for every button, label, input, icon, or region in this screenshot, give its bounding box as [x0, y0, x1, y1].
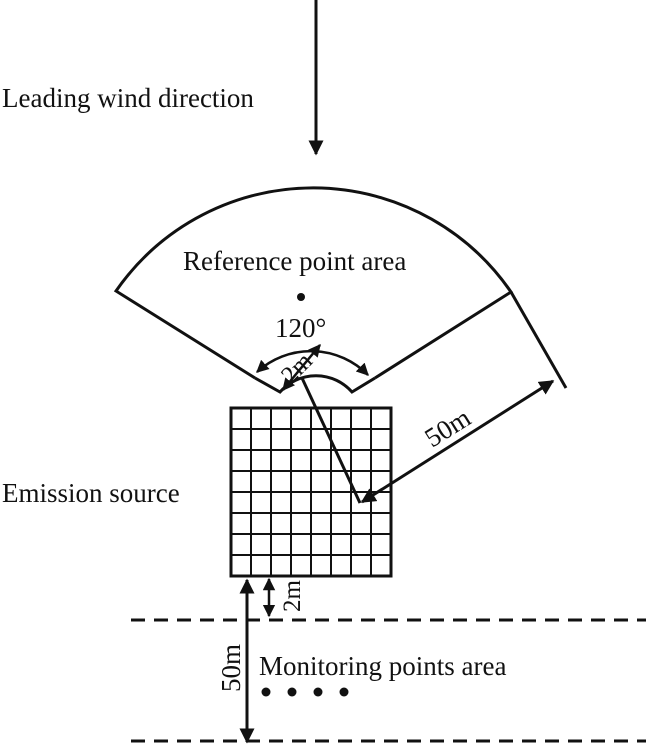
radius-extension: [509, 291, 568, 389]
reference-sector: [113, 186, 514, 380]
monitoring-points: [261, 687, 349, 697]
angle-label: 120°: [275, 313, 326, 343]
reference-area-label: Reference point area: [183, 246, 406, 276]
reference-point: [297, 293, 305, 301]
emission-source-label: Emission source: [2, 478, 180, 508]
monitoring-area-label: Monitoring points area: [259, 651, 506, 681]
monitoring-point: [313, 687, 323, 697]
downwind-depth-label: 50m: [216, 644, 246, 692]
monitoring-point: [287, 687, 297, 697]
emission-source-grid: [229, 406, 393, 578]
wind-direction-label: Leading wind direction: [2, 83, 254, 113]
radius-dimension-arrow: [360, 379, 555, 504]
monitoring-point: [339, 687, 349, 697]
upwind-offset-arrow: [282, 344, 321, 391]
downwind-offset-label: 2m: [279, 579, 306, 612]
radius-label: 50m: [419, 402, 476, 453]
sector-inner-arc: [254, 374, 376, 394]
monitoring-point: [261, 687, 271, 697]
